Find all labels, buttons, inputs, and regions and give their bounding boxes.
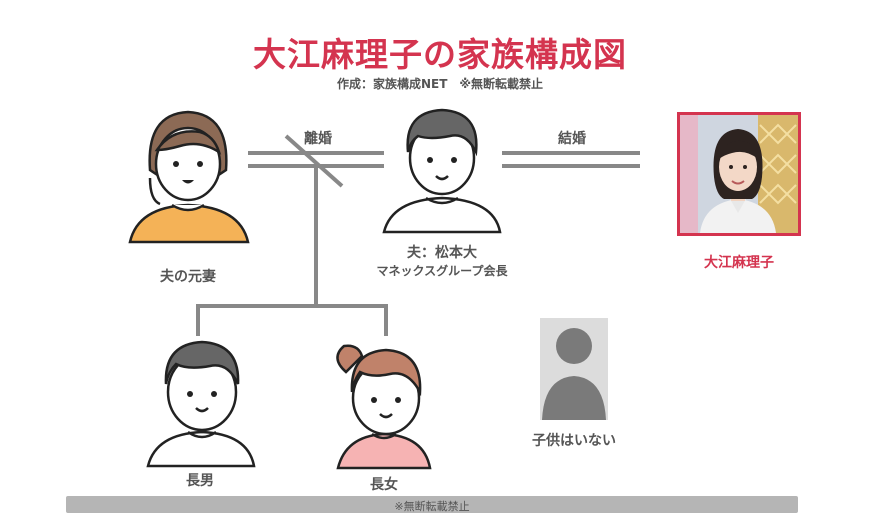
marriage-label: 結婚 [558,131,586,147]
ex-wife-figure [128,110,250,244]
subject-label: 大江麻理子 [704,255,774,271]
son-label: 長男 [186,473,214,489]
children-connector [196,166,388,336]
husband-label-name: 夫：松本大 [407,245,477,261]
portrait-image [680,115,798,233]
subject-photo [677,112,801,236]
ex-wife-label: 夫の元妻 [160,269,216,285]
daughter-label: 長女 [370,477,398,493]
husband-label-title: マネックスグループ会長 [376,264,508,278]
no-children-label: 子供はいない [532,433,616,449]
daughter-figure [336,344,432,470]
divorce-slash [284,134,344,188]
silhouette-placeholder [540,318,608,420]
divorce-label: 離婚 [304,131,332,147]
marriage-line [502,151,640,168]
footer-bar [66,496,798,513]
husband-figure [382,108,502,234]
son-figure [146,340,256,468]
footer-notice: ※無断転載禁止 [394,500,470,513]
page-subtitle: 作成：家族構成NET ※無断転載禁止 [336,77,544,91]
page-title: 大江麻理子の家族構成図 [253,35,627,74]
